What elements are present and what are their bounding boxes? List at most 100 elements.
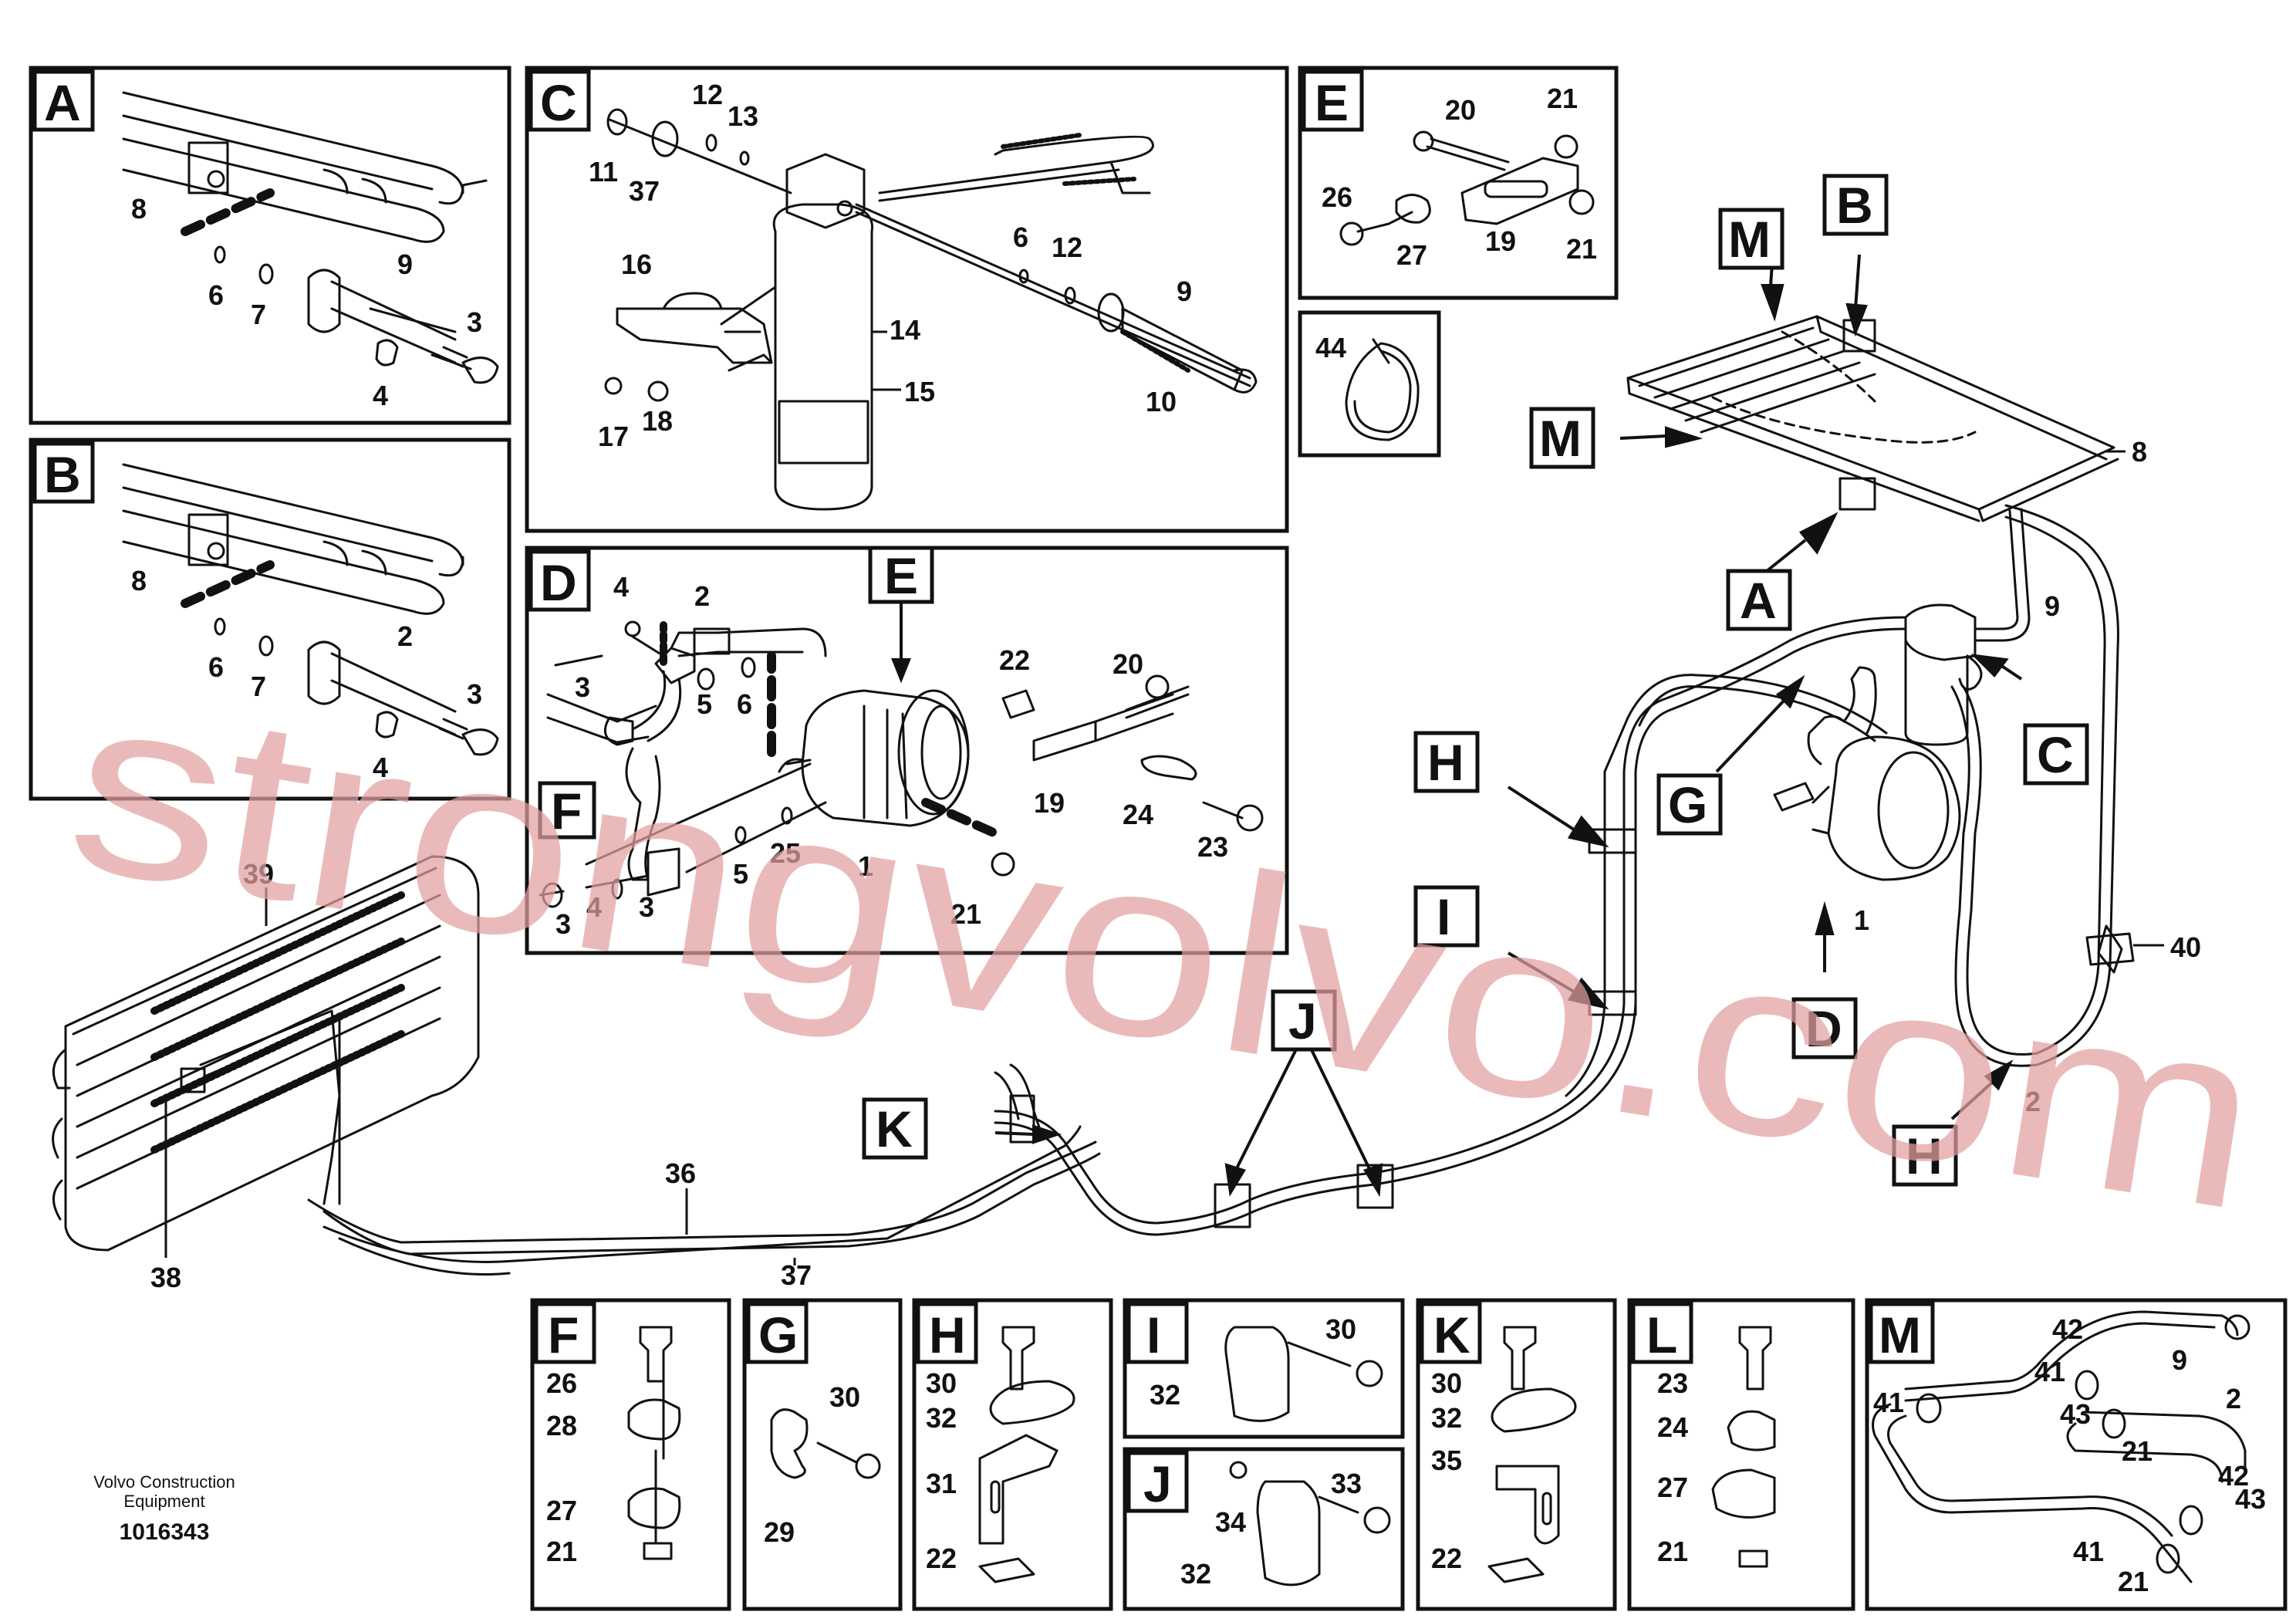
panel-d-num: 5 bbox=[697, 688, 712, 720]
panel-f-letter: F bbox=[548, 1306, 579, 1363]
panel-frames bbox=[29, 66, 2288, 1611]
panel-letters: A B C D E F G H I J K L M bbox=[32, 69, 1935, 1513]
clamp-panels-drawing bbox=[627, 1310, 2250, 1587]
panel-c-num: 37 bbox=[629, 175, 660, 207]
main-callout-d: D bbox=[1805, 1000, 1842, 1057]
panel-b-num: 4 bbox=[373, 752, 388, 783]
panel-k-frame bbox=[1416, 1298, 1617, 1611]
main-num: 40 bbox=[2170, 931, 2201, 963]
panel-k-labels: 30 32 35 22 bbox=[1431, 1367, 1462, 1574]
panel-k-num: 32 bbox=[1431, 1402, 1462, 1434]
panel-l-frame bbox=[1627, 1298, 1855, 1611]
panel-m-num: 21 bbox=[2122, 1435, 2152, 1467]
panel-k-letter: K bbox=[1433, 1306, 1470, 1363]
panel-f-frame bbox=[530, 1298, 731, 1611]
panel-m-labels: 42 9 41 2 41 43 21 42 43 41 21 bbox=[1873, 1313, 2266, 1597]
panel-d-num: 2 bbox=[694, 580, 710, 612]
callout-leaders bbox=[891, 231, 2023, 1198]
panel-f-num: 21 bbox=[546, 1536, 577, 1567]
panel-j-frame bbox=[1123, 1447, 1405, 1611]
main-callout-i: I bbox=[1437, 888, 1450, 945]
main-callout-a: A bbox=[1740, 572, 1777, 629]
panel-d-num: 19 bbox=[1034, 787, 1065, 819]
panel-h-labels: 30 32 31 22 bbox=[926, 1367, 957, 1574]
panel-k-num: 30 bbox=[1431, 1367, 1462, 1399]
panel-b-letter: B bbox=[44, 446, 81, 503]
publisher-line-1: Volvo Construction bbox=[93, 1472, 235, 1492]
main-hoses-drawing bbox=[994, 504, 2135, 1236]
main-callout-m-top: M bbox=[1728, 211, 1771, 268]
panel-d-num: 3 bbox=[639, 891, 654, 923]
panel-a-letter: A bbox=[44, 74, 81, 131]
panel-e-num: 21 bbox=[1547, 83, 1578, 114]
panel-a-drawing bbox=[122, 91, 499, 384]
panel-l-letter: L bbox=[1646, 1306, 1677, 1363]
panel-d-letter: D bbox=[540, 554, 577, 611]
main-num: 38 bbox=[150, 1262, 181, 1293]
main-callout-k: K bbox=[876, 1100, 913, 1157]
publisher-line-2: Equipment bbox=[123, 1492, 204, 1511]
panel-f-num: 26 bbox=[546, 1367, 577, 1399]
panel-d-num: 4 bbox=[586, 891, 602, 923]
panel-d-num: 6 bbox=[737, 688, 752, 720]
panel-b-num: 6 bbox=[208, 651, 224, 683]
main-callouts: M B M A C H G I D K J H bbox=[862, 174, 2089, 1187]
panel-l-num: 23 bbox=[1657, 1367, 1688, 1399]
panel-l-num: 27 bbox=[1657, 1472, 1688, 1503]
panel-g-num: 30 bbox=[829, 1381, 860, 1413]
main-evaporator-drawing bbox=[52, 855, 1101, 1276]
panel-a-frame bbox=[29, 66, 512, 425]
panel-a-labels: 8 6 7 9 3 4 bbox=[131, 193, 482, 411]
main-callout-b: B bbox=[1836, 177, 1873, 234]
panel-e-drawing bbox=[1339, 130, 1595, 246]
panel-e-num: 21 bbox=[1566, 233, 1597, 265]
panel-e-letter: E bbox=[1315, 74, 1349, 131]
panel-d-callout-f: F bbox=[551, 782, 582, 840]
panel-d-num: 23 bbox=[1197, 831, 1228, 863]
panel-m-num: 41 bbox=[2034, 1356, 2065, 1387]
panel-m-num: 43 bbox=[2060, 1398, 2091, 1430]
panel-h-letter: H bbox=[929, 1306, 966, 1363]
panel-m-letter: M bbox=[1879, 1306, 1921, 1363]
main-num: 36 bbox=[665, 1157, 696, 1189]
panel-d-num: 1 bbox=[858, 850, 873, 882]
panel-i-num: 32 bbox=[1150, 1379, 1180, 1411]
panel-b-num: 8 bbox=[131, 565, 147, 596]
panel-d-num: 24 bbox=[1123, 799, 1153, 830]
panel-m-num: 2 bbox=[2226, 1383, 2241, 1414]
panel-c-labels: 11 37 12 13 16 14 15 17 18 6 12 9 10 bbox=[589, 79, 1192, 452]
panel-e-num: 26 bbox=[1322, 181, 1352, 213]
panel-j-letter: J bbox=[1143, 1455, 1172, 1512]
panel-c-letter: C bbox=[540, 74, 577, 131]
panel-a-num: 9 bbox=[397, 248, 413, 280]
main-callout-g: G bbox=[1668, 776, 1707, 833]
panel-d-num: 3 bbox=[555, 908, 571, 940]
panel-d-inner-callouts: F E bbox=[538, 546, 934, 840]
main-callout-j: J bbox=[1288, 992, 1317, 1049]
panel-b-labels: 8 6 7 2 3 4 bbox=[131, 565, 482, 783]
panel-c-num: 6 bbox=[1013, 221, 1028, 253]
panel-d-num: 22 bbox=[999, 644, 1030, 676]
panel-f-num: 28 bbox=[546, 1410, 577, 1441]
panel-c-num: 10 bbox=[1146, 386, 1177, 417]
panel-c-num: 18 bbox=[642, 405, 673, 437]
panel-j-num: 34 bbox=[1215, 1506, 1246, 1538]
panel-c-num: 14 bbox=[890, 314, 920, 346]
panel-c-frame bbox=[525, 66, 1289, 533]
panel-a-num: 4 bbox=[373, 380, 388, 411]
panel-d-num: 20 bbox=[1113, 648, 1143, 680]
panel-b-drawing bbox=[122, 463, 499, 756]
panel-h-frame bbox=[912, 1298, 1113, 1611]
panel-a-num: 7 bbox=[251, 299, 266, 330]
main-callout-h-lower: H bbox=[1906, 1127, 1943, 1184]
panel-e-frame bbox=[1298, 66, 1619, 300]
main-view-labels: 8 9 1 40 2 39 36 37 38 bbox=[150, 436, 2201, 1293]
panel-m-num: 42 bbox=[2218, 1460, 2249, 1492]
panel-c-num: 15 bbox=[904, 376, 935, 407]
panel-44-labels: 44 bbox=[1315, 332, 1346, 363]
panel-44-drawing bbox=[1345, 338, 1420, 441]
panel-m-frame bbox=[1865, 1298, 2288, 1611]
panel-j-num: 32 bbox=[1180, 1558, 1211, 1590]
panel-d-callout-e: E bbox=[884, 547, 918, 604]
panel-i-labels: 30 32 bbox=[1150, 1313, 1356, 1411]
